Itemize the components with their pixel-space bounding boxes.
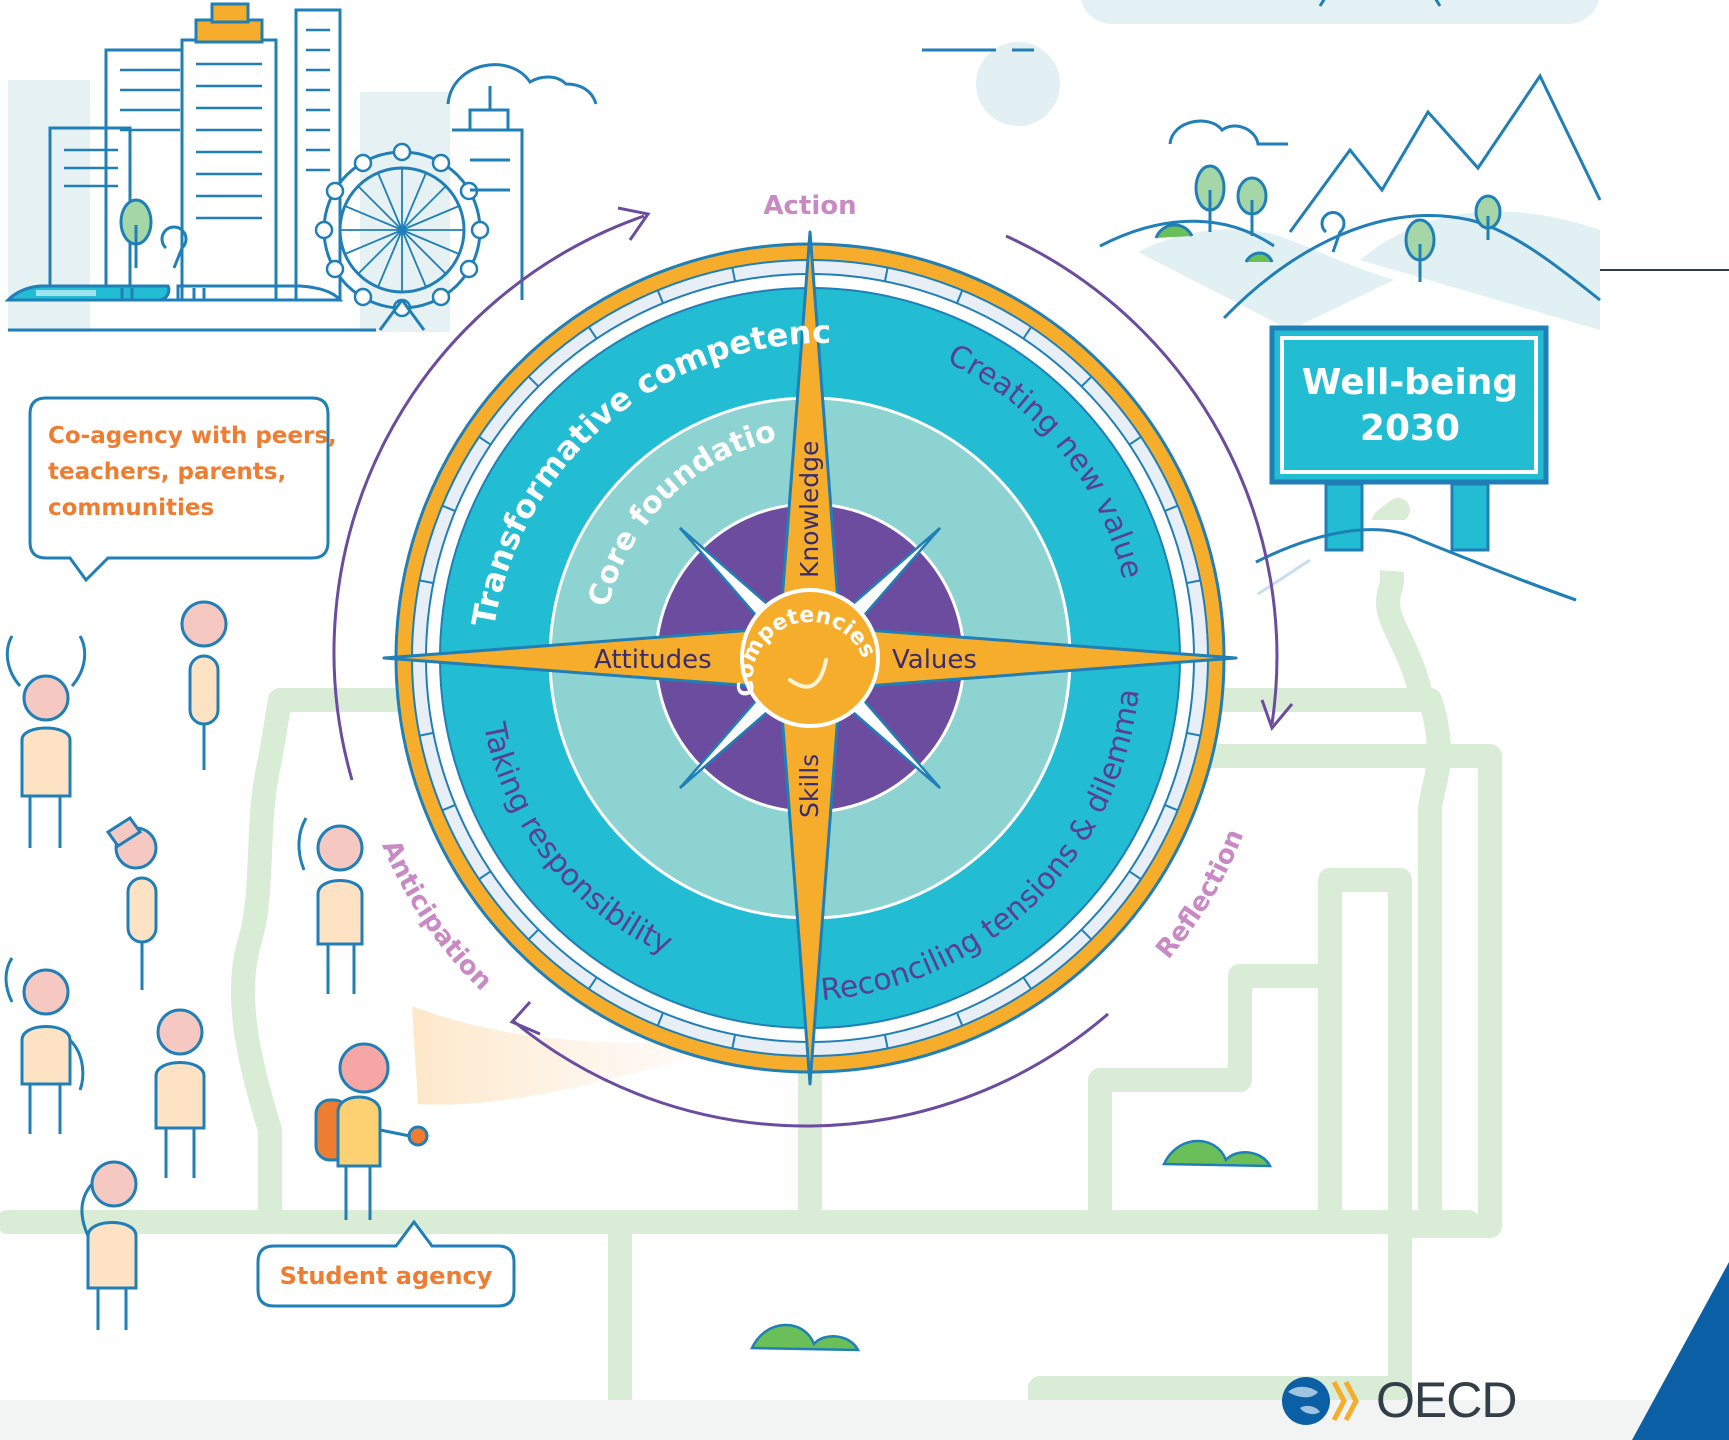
coagency-line-3: communities — [48, 495, 215, 521]
compass-tick — [1186, 579, 1201, 585]
tower-legs — [1318, 0, 1442, 7]
coagency-callout-text: Co-agency with peers, teachers, parents,… — [48, 418, 338, 526]
wellbeing-sign — [1255, 325, 1577, 602]
student-figure — [314, 1042, 429, 1220]
city-skyline — [4, 2, 598, 332]
compass-tick — [883, 1034, 889, 1049]
point-label-knowledge: Knowledge — [795, 441, 824, 578]
corner-shape — [1632, 1262, 1729, 1440]
compass-tick — [527, 375, 540, 388]
compass-tick — [478, 436, 492, 446]
oecd-logo-text: OECD — [1376, 1372, 1517, 1428]
wellbeing-sign-text: Well-being 2030 — [1272, 360, 1548, 452]
cycle-arrows — [332, 206, 1294, 1128]
compass-tick — [478, 870, 492, 880]
action-label: Action — [763, 191, 856, 221]
people-group — [4, 600, 364, 1330]
hub-smile — [788, 658, 828, 689]
compass-hub — [740, 588, 880, 728]
compass-tick — [1022, 976, 1032, 990]
compass-tick — [1186, 731, 1201, 737]
compass-tick — [1164, 504, 1179, 512]
compass-tick — [1128, 870, 1142, 880]
sign-line-2: 2030 — [1359, 408, 1461, 449]
compass-tick — [883, 267, 889, 282]
point-label-skills: Skills — [795, 754, 824, 818]
spotlight-beam — [412, 1006, 740, 1105]
sign-line-1: Well-being — [1301, 362, 1519, 403]
point-label-attitudes: Attitudes — [594, 645, 712, 675]
point-label-values: Values — [892, 645, 977, 675]
compass-tick — [956, 1012, 964, 1027]
compass-tick — [656, 289, 664, 304]
oecd-globe-icon — [1282, 1377, 1359, 1425]
compass-tick — [656, 1012, 664, 1027]
compass-tick — [731, 267, 737, 282]
student-agency-callout-text: Student agency — [279, 1262, 493, 1290]
sun-circle — [976, 42, 1060, 126]
coagency-callout — [28, 396, 330, 583]
coagency-line-2: teachers, parents, — [48, 459, 287, 485]
compass-tick — [1080, 375, 1093, 388]
compass-tick — [419, 731, 434, 737]
compass-tick — [1164, 804, 1179, 812]
compass-tick — [588, 976, 598, 990]
compass-tick — [441, 804, 456, 812]
coagency-line-1: Co-agency with peers, — [48, 423, 337, 449]
compass-tick — [588, 326, 598, 340]
compass-tick — [419, 579, 434, 585]
ground-shadow — [0, 1400, 1729, 1440]
compass-tick — [1022, 326, 1032, 340]
compass-tick — [956, 289, 964, 304]
compass-tick — [1128, 436, 1142, 446]
compass-tick — [1080, 928, 1093, 941]
mountains-landscape — [1099, 72, 1729, 330]
compass-tick — [441, 504, 456, 512]
compass-tick — [731, 1034, 737, 1049]
cloud-shape — [1081, 0, 1599, 24]
compass-tick — [527, 928, 540, 941]
student-agency-callout — [256, 1219, 516, 1308]
